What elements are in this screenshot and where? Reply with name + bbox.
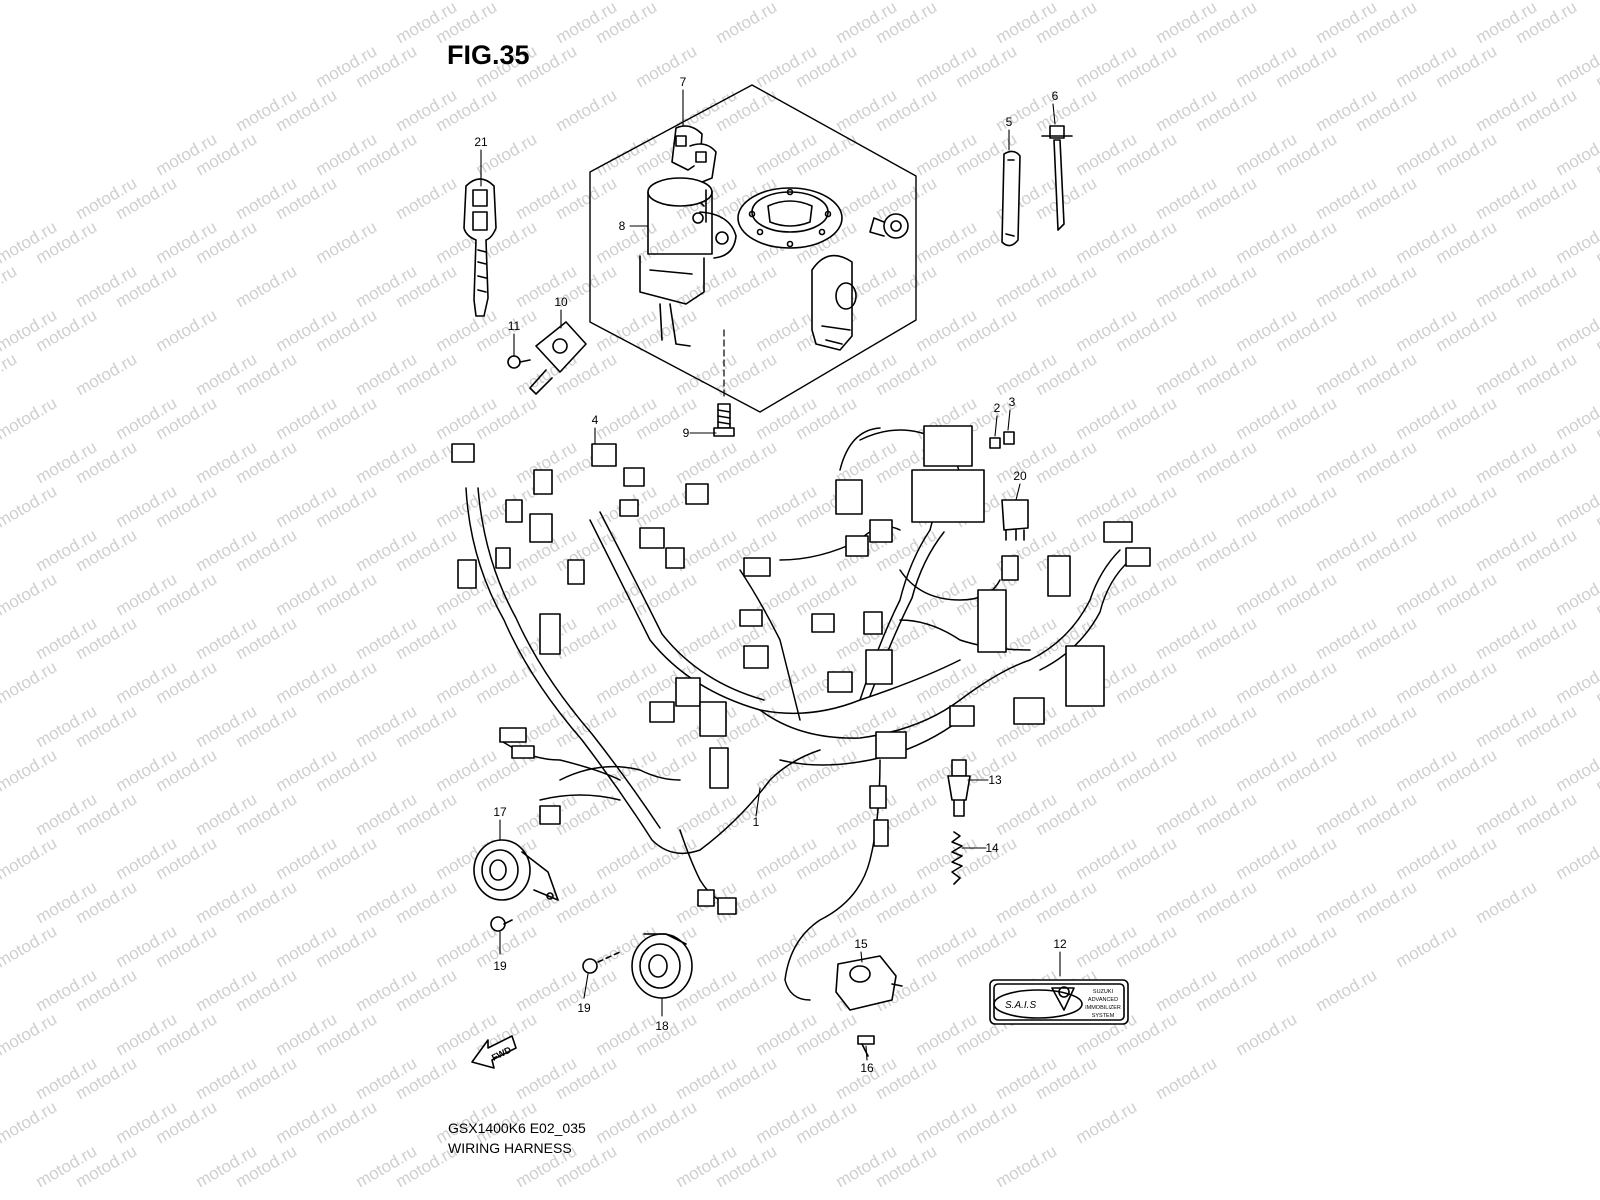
callout-8: 8 — [619, 219, 626, 233]
harness-connectors — [451, 425, 1151, 915]
bolt-part-19-b — [582, 951, 621, 974]
callout-21: 21 — [474, 135, 488, 149]
callout-leaders — [480, 89, 1061, 1061]
callout-7: 7 — [680, 75, 687, 89]
bracket-part-10 — [529, 321, 587, 395]
callout-14: 14 — [985, 841, 999, 855]
switch-part-13 — [947, 759, 971, 817]
callout-16: 16 — [860, 1061, 874, 1075]
bolt-part-9 — [713, 403, 735, 437]
fuel-cap — [737, 187, 843, 249]
immobilizer-label-part-12 — [989, 979, 1129, 1025]
callout-6: 6 — [1052, 89, 1059, 103]
screw-part-11 — [507, 355, 531, 369]
emblem-line-4: SYSTEM — [1092, 1013, 1115, 1019]
callout-19: 19 — [577, 1001, 591, 1015]
callout-5: 5 — [1006, 115, 1013, 129]
fuse-part-2 — [989, 437, 1001, 449]
callout-17: 17 — [493, 805, 507, 819]
emblem-line-2: ADVANCED — [1088, 997, 1118, 1003]
ignition-kit-frame — [589, 84, 917, 413]
emblem-logo-text: S.A.I.S — [1005, 1000, 1036, 1011]
callout-3: 3 — [1009, 395, 1016, 409]
callout-2: 2 — [994, 401, 1001, 415]
emblem-line-3: IMMOBILIZER — [1085, 1005, 1121, 1011]
callout-10: 10 — [554, 295, 568, 309]
callout-20: 20 — [1013, 469, 1027, 483]
figure-title: FIG.35 — [447, 40, 530, 70]
bolt-part-19-a — [490, 916, 513, 932]
horn-part-18 — [631, 933, 693, 999]
lock-cylinder-small — [869, 213, 909, 239]
callout-1: 1 — [753, 815, 760, 829]
callout-18: 18 — [655, 1019, 669, 1033]
fuse-part-3 — [1003, 431, 1015, 445]
forward-direction-arrow — [471, 1035, 517, 1069]
diagram-name: WIRING HARNESS — [448, 1140, 572, 1156]
seat-lock — [811, 254, 857, 351]
relay-part-20 — [1001, 499, 1029, 541]
callout-13: 13 — [988, 773, 1002, 787]
callout-4: 4 — [592, 413, 599, 427]
callout-9: 9 — [683, 426, 690, 440]
horn-part-17 — [473, 839, 559, 901]
clamp-part-5 — [1001, 150, 1021, 247]
cable-tie-part-6 — [1041, 125, 1073, 231]
model-code: GSX1400K6 E02_035 — [448, 1120, 586, 1136]
callout-11: 11 — [508, 319, 521, 333]
callout-15: 15 — [854, 937, 868, 951]
callout-19: 19 — [493, 959, 507, 973]
emblem-line-1: SUZUKI — [1093, 989, 1114, 995]
key-blank-part-21 — [463, 178, 497, 317]
ignition-switch-part-8 — [639, 125, 737, 347]
spring-part-14 — [951, 831, 963, 885]
callout-12: 12 — [1053, 937, 1067, 951]
sensor-part-15 — [835, 955, 903, 1011]
